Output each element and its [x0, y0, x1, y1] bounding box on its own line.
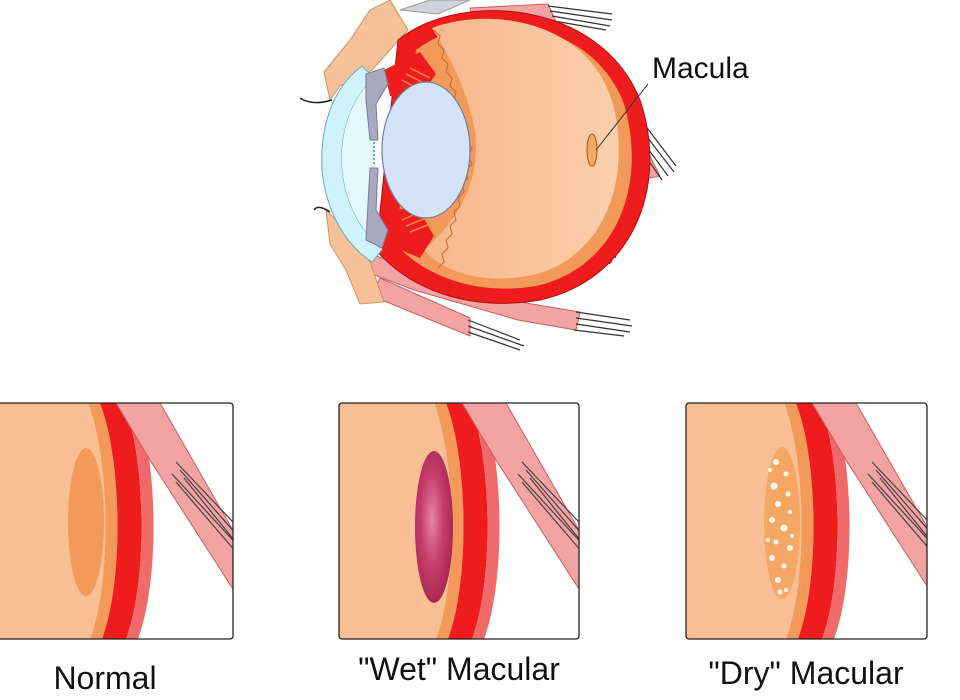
macula-label: Macula — [652, 52, 749, 85]
eyelash-icon — [299, 97, 333, 104]
muscle-tendons — [867, 461, 927, 561]
drusen-deposits — [766, 459, 794, 595]
choroid-layer — [446, 403, 488, 639]
tear-gland-icon — [399, 0, 471, 15]
macula-wet — [415, 451, 453, 603]
iris-top — [365, 67, 389, 141]
muscle-tendons — [517, 461, 579, 561]
label-wet: "Wet" Macular — [358, 651, 560, 687]
macula-spot — [586, 133, 598, 167]
choroid-layer — [796, 403, 838, 639]
muscle-tendons — [171, 461, 233, 561]
macula-leader-line — [595, 83, 649, 151]
label-dry: "Dry" Macular — [708, 655, 904, 691]
sclera-layer — [470, 403, 500, 639]
retina-layer — [434, 403, 464, 639]
retina-layer — [88, 403, 118, 639]
macula-normal — [68, 448, 104, 596]
ora-serrata — [433, 29, 473, 269]
choroid-layer — [100, 403, 142, 639]
optic-muscle — [811, 403, 927, 602]
eye-cross-section — [299, 0, 677, 351]
sclera-layer — [820, 403, 850, 639]
optic-muscle — [115, 403, 233, 602]
panel-normal — [0, 402, 234, 640]
optic-muscle — [461, 403, 579, 602]
retina-layer — [784, 403, 814, 639]
panel-dry — [685, 402, 928, 640]
panel-wet — [338, 402, 580, 640]
vitreous-body — [424, 18, 619, 279]
lens — [381, 81, 471, 219]
sclera-layer — [124, 403, 154, 639]
iris-bottom — [365, 167, 389, 249]
label-normal: Normal — [53, 660, 156, 696]
eyelash-icon — [313, 206, 331, 213]
